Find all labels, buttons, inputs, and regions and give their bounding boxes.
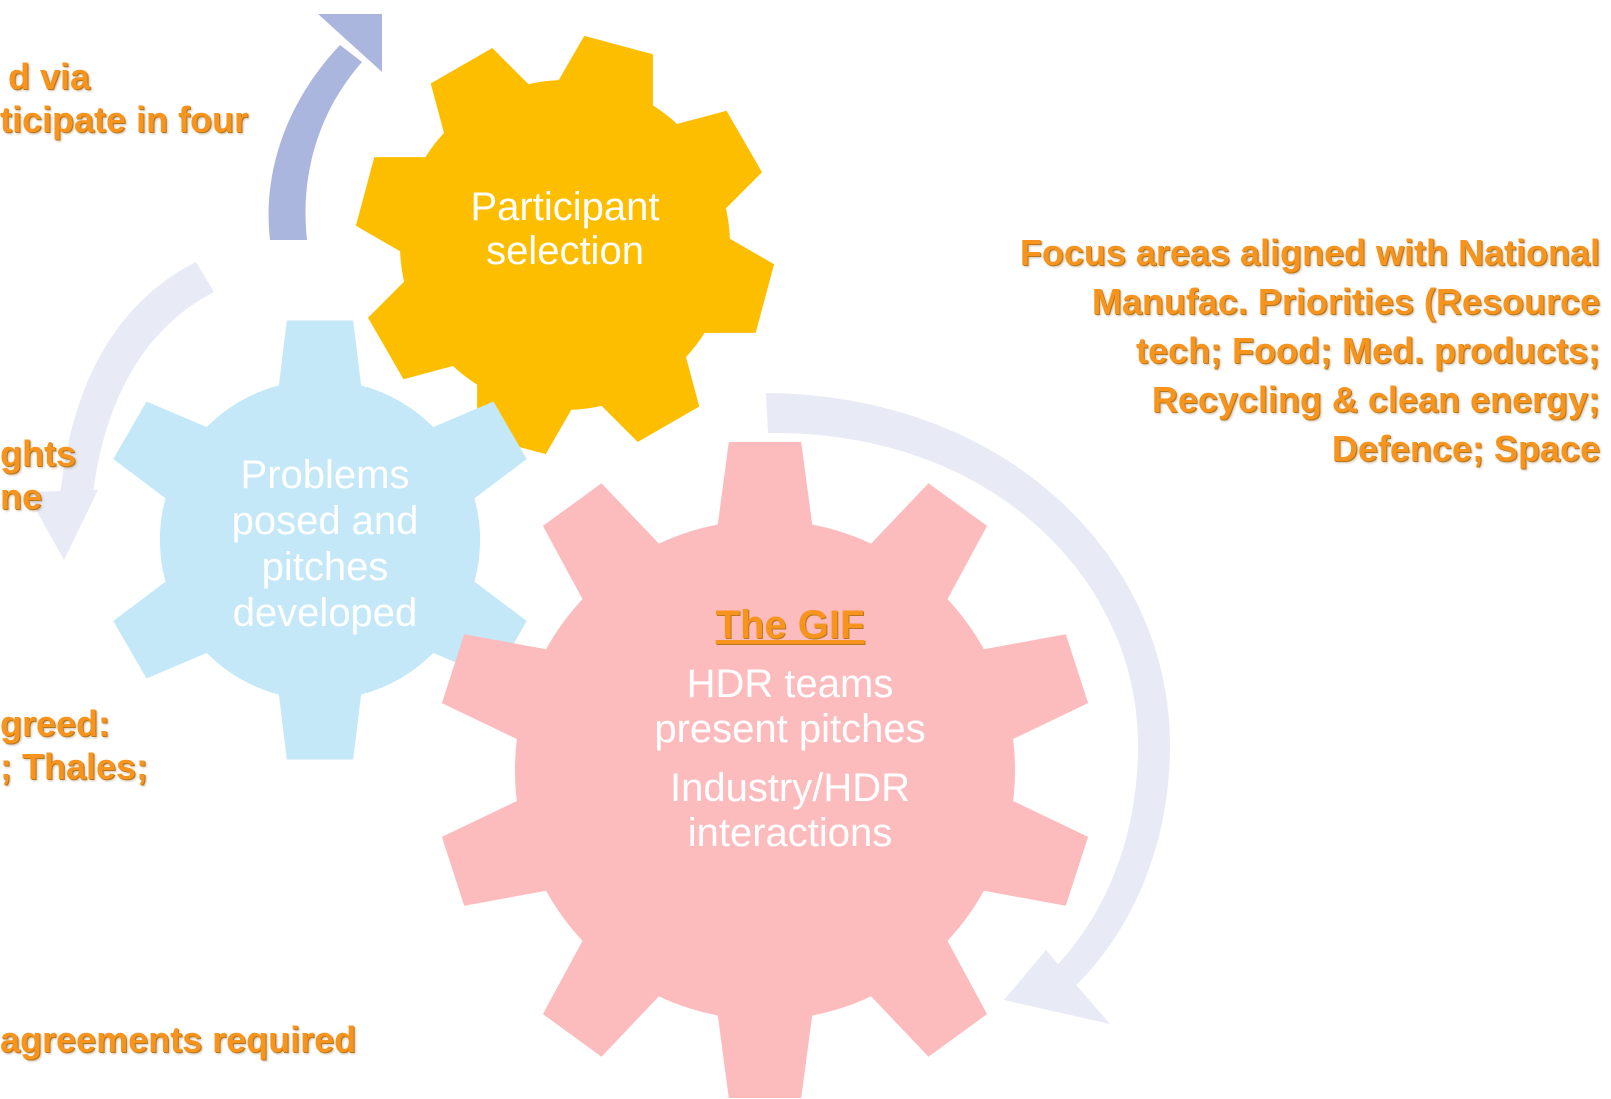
gear-gif-line: present pitches: [654, 707, 926, 751]
gear-selection-line: Participant: [470, 185, 660, 229]
callout-line: tech; Food; Med. products;: [1136, 330, 1600, 371]
callout-line: ticipate in four: [0, 99, 249, 140]
gear-problems-line: developed: [232, 591, 418, 635]
callout-line: d via: [8, 56, 91, 97]
gear-gif-label: The GIF HDR teams present pitches Indust…: [610, 603, 970, 856]
curved-arrow-icon: [268, 14, 382, 240]
callout-line: ghts: [0, 433, 76, 474]
callout-line: Recycling & clean energy;: [1151, 379, 1600, 420]
callout-line: Manufac. Priorities (Resource: [1091, 281, 1600, 322]
gear-icon: [355, 35, 775, 455]
callout-line: ; Thales;: [0, 746, 149, 787]
callout-focus-areas: Focus areas aligned with National Manufa…: [790, 228, 1600, 473]
callout-line: ne: [0, 476, 43, 517]
gear-gif-line: HDR teams: [686, 662, 894, 706]
gear-gif-title: The GIF: [715, 603, 865, 647]
callout-line: greed:: [0, 703, 111, 744]
callout-bottom-left: agreements required: [0, 1018, 356, 1061]
callout-top-left: d via ticipate in four: [0, 55, 248, 141]
callout-lower-left: greed: ; Thales;: [0, 702, 148, 788]
callout-line: agreements required: [0, 1019, 357, 1060]
gear-problems-label: Problems posed and pitches developed: [190, 452, 460, 636]
gear-gif-line: interactions: [687, 811, 893, 855]
gear-icon: [441, 442, 1089, 1098]
curved-arrow-icon: [26, 262, 214, 560]
gear-selection-label: Participant selection: [430, 185, 700, 273]
callout-mid-left: ghts ne: [0, 432, 76, 518]
callout-line: Defence; Space: [1331, 428, 1600, 469]
gear-gif-line: Industry/HDR: [669, 766, 911, 810]
gear-selection-line: selection: [486, 229, 644, 273]
gear-problems-line: Problems: [240, 453, 410, 497]
gear-icon: [113, 320, 527, 760]
curved-arrow-icon: [766, 393, 1170, 1024]
gear-problems-line: pitches: [261, 545, 389, 589]
callout-line: Focus areas aligned with National: [1019, 232, 1600, 273]
gear-problems-line: posed and: [231, 499, 419, 543]
